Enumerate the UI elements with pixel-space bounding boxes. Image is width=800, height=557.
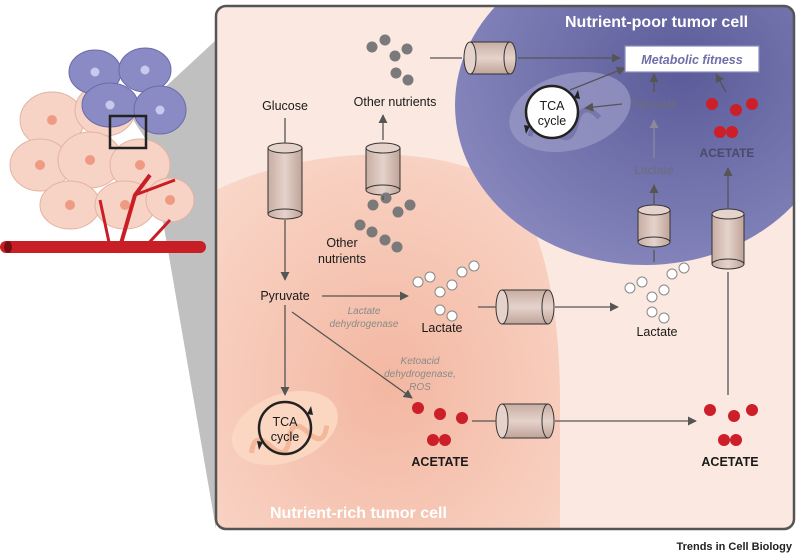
pathway-arrows — [280, 53, 733, 426]
tca-poor-label-2: cycle — [538, 114, 567, 128]
tca-poor-label-1: TCA — [540, 99, 566, 113]
other-nutrients-top-molecules — [366, 34, 414, 86]
other-nutrients-top-label: Other nutrients — [354, 95, 437, 109]
nutrient-poor-cells — [68, 47, 187, 135]
metabolic-fitness-label: Metabolic fitness — [641, 53, 742, 67]
lactate-exporter — [495, 289, 555, 325]
acetate-importer — [711, 208, 745, 270]
lactate-molecules-rich — [412, 260, 480, 322]
ldh-label-2: dehydrogenase — [330, 319, 399, 330]
lactate-importer — [637, 204, 671, 248]
tca-rich-label-2: cycle — [271, 430, 300, 444]
lactate-molecules-extra — [624, 262, 690, 324]
tca-rich-label-1: TCA — [273, 415, 299, 429]
nutrient-poor-cell-body — [455, 6, 794, 265]
rich-cell-title: Nutrient-rich tumor cell — [270, 505, 447, 522]
nutrient-transporter — [365, 142, 401, 196]
keto-label-3: ROS — [409, 382, 431, 393]
acetate-poor-label: ACETATE — [700, 146, 755, 160]
acetate-molecules-poor — [706, 98, 758, 138]
other-nutrients-mid-label-1: Other — [326, 236, 357, 250]
metabolic-fitness-box: Metabolic fitness — [624, 45, 760, 73]
ldh-label-1: Lactate — [348, 306, 381, 317]
journal-credit: Trends in Cell Biology — [676, 541, 792, 553]
pyruvate-rich-label: Pyruvate — [260, 289, 309, 303]
acetate-extra-label: ACETATE — [701, 455, 758, 469]
acetate-molecules-extra — [704, 404, 758, 446]
keto-label-2: dehydrogenase, — [384, 369, 456, 380]
tca-cycle-poor: TCA cycle — [524, 84, 580, 140]
lactate-rich-label: Lactate — [421, 321, 462, 335]
glucose-transporter — [267, 142, 303, 220]
blood-vessel — [0, 173, 206, 253]
other-nutrients-mid-label-2: nutrients — [318, 252, 366, 266]
tumor-tissue-illustration — [0, 40, 216, 529]
pyruvate-poor-label: Pyruvate — [630, 97, 678, 111]
tca-cycle-rich: TCA cycle — [257, 400, 313, 456]
other-nutrients-mid-molecules — [354, 192, 416, 253]
acetate-exporter — [495, 403, 555, 439]
acetate-molecules-rich — [412, 402, 468, 446]
lactate-poor-label: Lactate — [634, 163, 674, 177]
poor-cell-title: Nutrient-poor tumor cell — [565, 14, 748, 31]
nutrient-transporter-poor — [463, 41, 517, 75]
lactate-extra-label: Lactate — [636, 325, 677, 339]
zoom-box — [108, 114, 148, 150]
acetate-rich-label: ACETATE — [411, 455, 468, 469]
glucose-label: Glucose — [262, 99, 308, 113]
keto-label-1: Ketoacid — [401, 356, 440, 367]
